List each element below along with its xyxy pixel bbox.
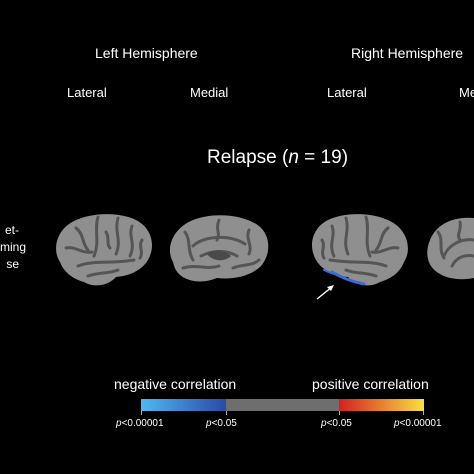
positive-correlation-label: positive correlation: [312, 376, 429, 392]
row-label-line-3: se: [6, 257, 19, 271]
tick-label-neg-weak: p<0.05: [206, 418, 237, 429]
view-label-right-lateral: Lateral: [327, 85, 367, 100]
colorbar-tick: [423, 411, 424, 415]
left-hemisphere-heading: Left Hemisphere: [95, 45, 198, 61]
colorbar-positive-segment: [339, 399, 424, 411]
view-label-right-medial: Me: [459, 85, 474, 100]
view-label-left-medial: Medial: [190, 85, 229, 100]
arrow-icon: [316, 285, 334, 300]
group-title: Relapse (n = 19): [207, 147, 348, 169]
colorbar-tick: [226, 411, 227, 415]
title-prefix: Relapse (: [207, 147, 289, 168]
row-label: et- ming se: [0, 222, 27, 273]
colorbar-neutral-segment: [226, 399, 339, 411]
brain-left-lateral: [56, 214, 152, 286]
title-n-symbol: n: [288, 147, 299, 168]
colorbar-tick: [339, 411, 340, 415]
colorbar: [141, 399, 424, 411]
row-label-line-1: et-: [4, 223, 19, 237]
brain-right-medial: [427, 217, 474, 280]
tick-label-neg-strong: p<0.00001: [116, 418, 164, 429]
colorbar-tick: [141, 411, 142, 415]
colorbar-negative-segment: [141, 399, 226, 411]
row-label-line-2: ming: [0, 240, 27, 254]
title-suffix: = 19): [298, 147, 349, 168]
negative-correlation-label: negative correlation: [114, 376, 237, 392]
brain-right-lateral: [312, 214, 408, 286]
tick-label-pos-weak: p<0.05: [321, 418, 352, 429]
tick-label-pos-strong: p<0.00001: [394, 418, 442, 429]
brain-left-medial: [169, 215, 269, 282]
view-label-left-lateral: Lateral: [67, 85, 107, 100]
right-hemisphere-heading: Right Hemisphere: [351, 45, 464, 61]
